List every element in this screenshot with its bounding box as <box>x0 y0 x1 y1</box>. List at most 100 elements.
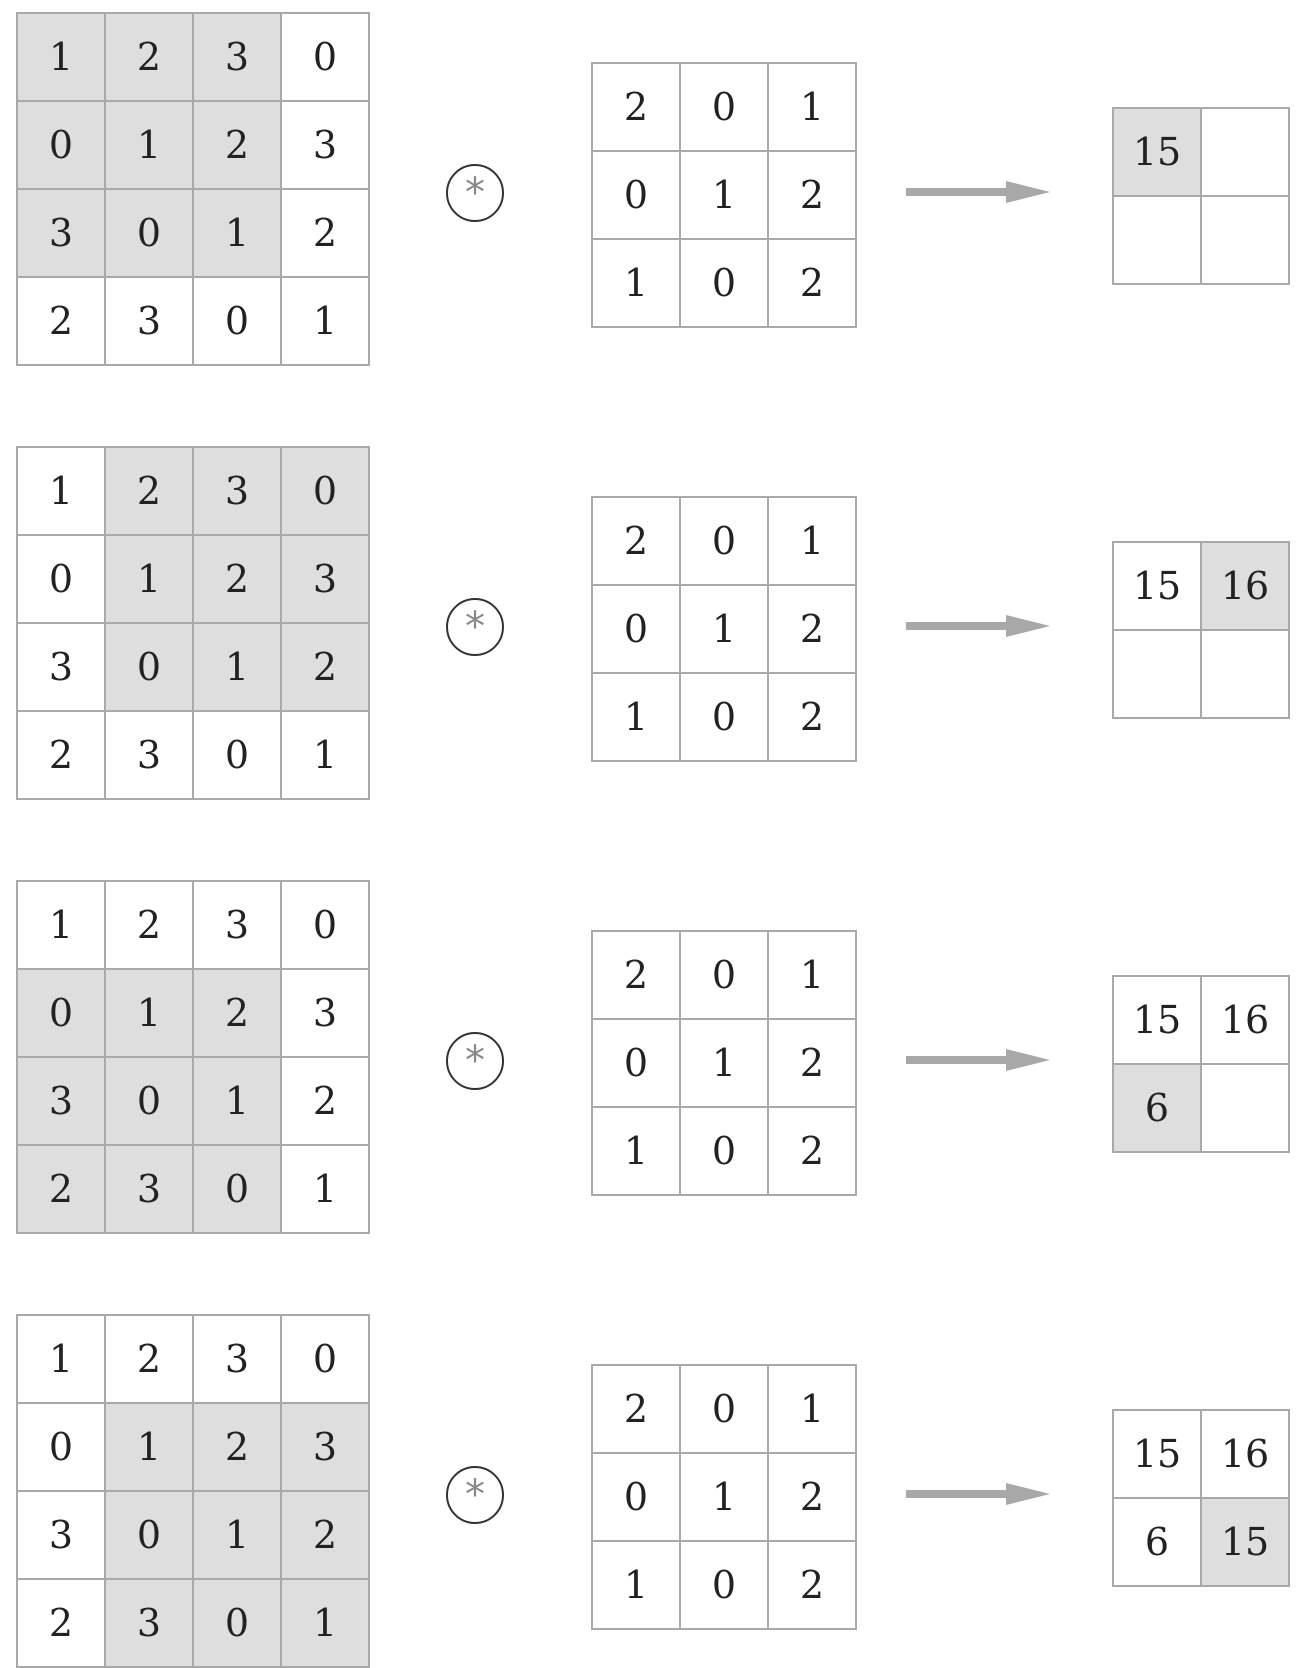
input-cell-highlighted: 3 <box>193 447 281 535</box>
input-cell-highlighted: 2 <box>193 969 281 1057</box>
kernel-cell: 1 <box>768 497 856 585</box>
input-cell-highlighted: 2 <box>105 13 193 101</box>
input-cell: 0 <box>17 535 105 623</box>
kernel-cell: 0 <box>680 931 768 1019</box>
kernel-cell: 2 <box>768 1019 856 1107</box>
input-cell: 2 <box>281 189 369 277</box>
input-cell: 1 <box>17 1315 105 1403</box>
output-cell <box>1113 630 1201 718</box>
output-cell-current: 15 <box>1113 108 1201 196</box>
kernel-cell: 1 <box>592 1541 680 1629</box>
input-cell-highlighted: 1 <box>193 1057 281 1145</box>
input-cell-highlighted: 2 <box>281 1491 369 1579</box>
kernel-cell: 2 <box>592 931 680 1019</box>
input-cell: 1 <box>281 711 369 799</box>
input-cell: 3 <box>17 1491 105 1579</box>
kernel-cell: 1 <box>680 1453 768 1541</box>
input-cell-highlighted: 1 <box>193 623 281 711</box>
input-cell: 3 <box>193 881 281 969</box>
input-cell-highlighted: 1 <box>105 101 193 189</box>
input-cell: 2 <box>105 1315 193 1403</box>
convolution-operator-icon: * <box>446 598 504 656</box>
kernel-cell: 2 <box>768 1453 856 1541</box>
right-arrow-icon <box>906 181 1050 203</box>
kernel-cell: 1 <box>768 1365 856 1453</box>
output-matrix: 15 <box>1112 107 1290 285</box>
right-arrow-icon <box>906 615 1050 637</box>
kernel-cell: 2 <box>592 1365 680 1453</box>
input-cell-highlighted: 3 <box>193 13 281 101</box>
input-cell-highlighted: 0 <box>281 447 369 535</box>
input-cell-highlighted: 3 <box>17 1057 105 1145</box>
kernel-cell: 0 <box>680 497 768 585</box>
kernel-cell: 2 <box>768 1541 856 1629</box>
kernel-cell: 0 <box>592 585 680 673</box>
output-cell: 15 <box>1113 542 1201 630</box>
input-cell-highlighted: 0 <box>17 101 105 189</box>
input-cell: 0 <box>281 13 369 101</box>
input-cell-highlighted: 3 <box>105 1145 193 1233</box>
input-cell: 2 <box>17 277 105 365</box>
output-cell: 16 <box>1201 976 1289 1064</box>
kernel-cell: 0 <box>680 1365 768 1453</box>
input-cell: 3 <box>105 711 193 799</box>
input-cell: 1 <box>17 881 105 969</box>
input-cell-highlighted: 1 <box>193 1491 281 1579</box>
kernel-cell: 0 <box>592 1019 680 1107</box>
kernel-cell: 2 <box>768 585 856 673</box>
output-cell <box>1201 1064 1289 1152</box>
input-cell: 3 <box>193 1315 281 1403</box>
kernel-cell: 0 <box>680 1541 768 1629</box>
right-arrow-icon <box>906 1483 1050 1505</box>
kernel-cell: 2 <box>768 1107 856 1195</box>
input-cell-highlighted: 2 <box>193 101 281 189</box>
input-cell-highlighted: 2 <box>281 623 369 711</box>
kernel-cell: 2 <box>768 239 856 327</box>
output-cell-current: 16 <box>1201 542 1289 630</box>
input-cell-highlighted: 1 <box>193 189 281 277</box>
input-cell-highlighted: 2 <box>105 447 193 535</box>
input-cell: 2 <box>17 711 105 799</box>
output-cell: 15 <box>1113 976 1201 1064</box>
input-cell-highlighted: 3 <box>17 189 105 277</box>
input-cell-highlighted: 3 <box>281 535 369 623</box>
input-cell-highlighted: 0 <box>105 623 193 711</box>
input-cell: 2 <box>281 1057 369 1145</box>
output-cell <box>1201 196 1289 284</box>
kernel-cell: 0 <box>680 673 768 761</box>
input-cell-highlighted: 2 <box>17 1145 105 1233</box>
input-cell-highlighted: 1 <box>105 535 193 623</box>
input-cell: 0 <box>281 1315 369 1403</box>
kernel-cell: 1 <box>680 1019 768 1107</box>
input-cell-highlighted: 1 <box>105 969 193 1057</box>
input-cell: 3 <box>105 277 193 365</box>
input-cell-highlighted: 1 <box>281 1579 369 1667</box>
input-cell: 1 <box>281 1145 369 1233</box>
kernel-cell: 1 <box>592 1107 680 1195</box>
input-cell: 2 <box>105 881 193 969</box>
kernel-cell: 2 <box>592 497 680 585</box>
input-cell-highlighted: 2 <box>193 1403 281 1491</box>
input-cell: 3 <box>17 623 105 711</box>
input-cell-highlighted: 1 <box>105 1403 193 1491</box>
input-cell-highlighted: 0 <box>193 1145 281 1233</box>
kernel-cell: 2 <box>768 151 856 239</box>
input-cell: 0 <box>281 881 369 969</box>
input-cell-highlighted: 0 <box>193 1579 281 1667</box>
kernel-cell: 1 <box>768 63 856 151</box>
kernel-cell: 0 <box>680 1107 768 1195</box>
convolution-operator-icon: * <box>446 1032 504 1090</box>
output-cell: 6 <box>1113 1498 1201 1586</box>
input-cell: 3 <box>281 101 369 189</box>
